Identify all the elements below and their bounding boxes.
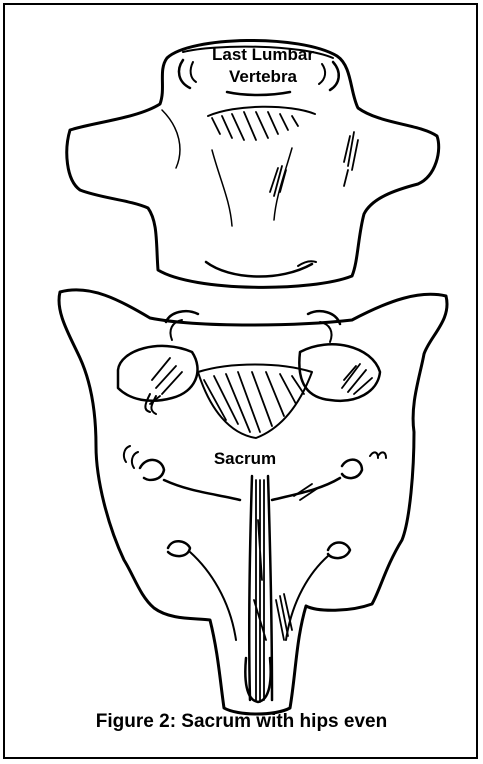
sacrum-top-right-facet-inner (320, 322, 332, 342)
lumbar-bottom-curve (206, 262, 312, 277)
sacrum-left-ridge (164, 480, 240, 500)
lumbar-label-line1: Last Lumbar (181, 44, 345, 66)
sacrum-label: Sacrum (200, 448, 290, 470)
lumbar-right-hatch (344, 132, 358, 186)
figure-caption: Figure 2: Sacrum with hips even (0, 711, 483, 733)
sacrum-canal-hatch (204, 372, 304, 432)
sacrum-right-foramen-1 (342, 460, 362, 478)
lumbar-top-underline (227, 92, 290, 95)
lumbar-body-left-line (212, 150, 232, 226)
lumbar-canal-edge (208, 107, 315, 116)
sacrum-left-foramen-1 (140, 460, 164, 480)
sacrum-right-wing-hatch (342, 364, 372, 394)
sacrum-side-marks-right (370, 452, 386, 458)
sacral-crest-left (249, 476, 252, 700)
lumbar-left-lobe-curve (162, 110, 180, 168)
sacrum-side-marks-left (124, 446, 138, 468)
sacral-crest-hatch (254, 480, 266, 702)
sacrum-left-foramen-2 (168, 541, 190, 556)
sacrum-right-foramen-2 (328, 543, 350, 559)
lumbar-canal-hatch (212, 112, 298, 140)
sacrum-outline (59, 290, 447, 714)
lumbar-center-hatch (270, 166, 286, 196)
hatching (150, 112, 372, 702)
lumbar-label-line2: Vertebra (181, 66, 345, 88)
sacrum-lower-right-hatch (276, 594, 292, 640)
last-lumbar-vertebra-label: Last Lumbar Vertebra (181, 44, 345, 88)
